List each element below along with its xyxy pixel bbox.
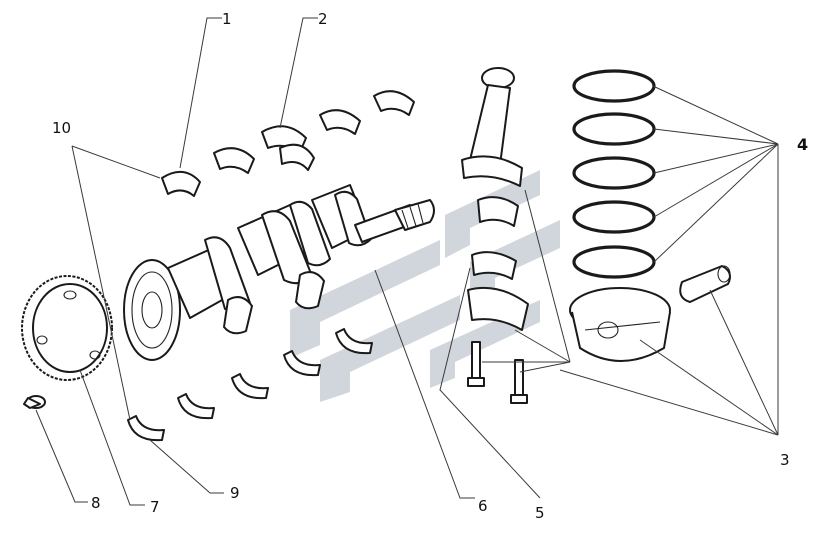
label-9: 9 (230, 484, 240, 502)
piston-pin (679, 265, 731, 303)
label-3: 3 (780, 451, 790, 469)
label-5: 5 (535, 504, 545, 522)
piston-rings (572, 69, 656, 279)
flywheel-bolt (23, 395, 46, 409)
flywheel (21, 275, 113, 381)
upper-bearing-shells (161, 90, 415, 197)
label-1: 1 (222, 10, 232, 28)
label-10: 10 (52, 119, 71, 137)
label-2: 2 (318, 10, 328, 28)
rod-bolts (467, 341, 528, 404)
lower-bearing-shells (127, 328, 373, 442)
connecting-rod (461, 67, 529, 331)
piston (569, 287, 671, 362)
label-6: 6 (478, 497, 488, 515)
label-8: 8 (91, 494, 101, 512)
label-4: 4 (797, 135, 808, 154)
crankshaft (123, 184, 435, 361)
callout-lines (35, 17, 779, 506)
label-7: 7 (150, 498, 160, 516)
